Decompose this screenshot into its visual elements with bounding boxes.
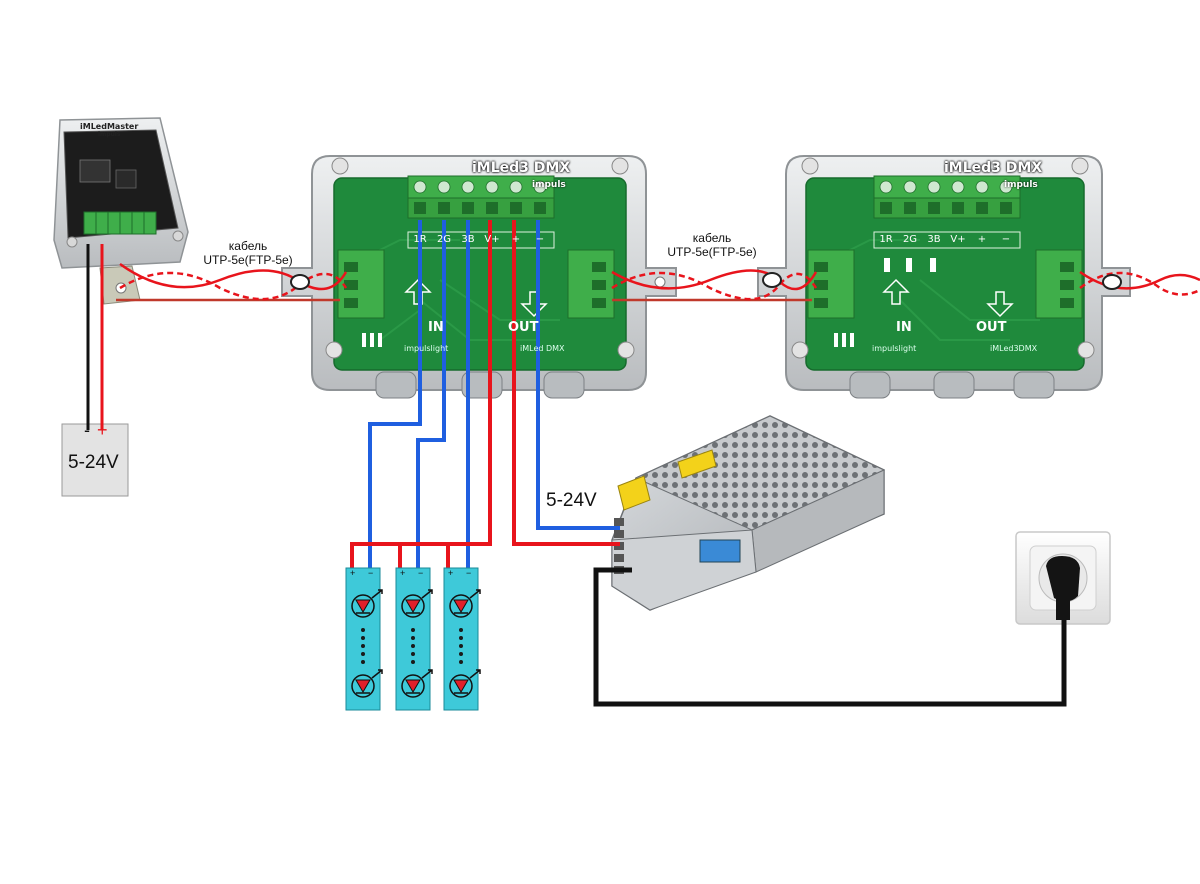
led-strip-1 (345, 567, 383, 711)
dmx-cable-2 (611, 269, 818, 302)
c2-terminal-1r: 1R (879, 234, 893, 245)
cable-2-label: кабель UTP-5e(FTP-5e) (656, 231, 768, 259)
led-output-wires (350, 220, 492, 570)
strip-1-plus: + (350, 568, 356, 578)
c2-board-brand: impulslight (872, 344, 917, 353)
controller-2-brand: impuls (1004, 180, 1038, 190)
c1-terminal-3b: 3B (461, 234, 475, 245)
strip-2-plus: + (400, 568, 406, 578)
supply-voltage: 5-24V (68, 452, 119, 473)
controller-1 (281, 155, 677, 399)
c2-out-label: OUT (976, 320, 1007, 335)
c2-in-label: IN (896, 320, 912, 335)
cable-2-type: кабель (692, 231, 732, 245)
c1-in-label: IN (428, 320, 444, 335)
psu-wires (512, 220, 620, 546)
c2-terminal-2g: 2G (902, 234, 918, 245)
c2-terminal-3b: 3B (927, 234, 941, 245)
imledmaster-device (53, 117, 189, 305)
c1-terminal-vplus: V+ (484, 234, 500, 245)
c1-board-text: iMLed DMX (520, 344, 565, 353)
small-supply-box (61, 423, 129, 497)
c1-terminal-plus: + (511, 234, 521, 245)
led-strip-2 (395, 567, 433, 711)
cable-1-label: кабель UTP-5e(FTP-5e) (192, 239, 304, 267)
strip-2-minus: − (418, 568, 424, 578)
controller-1-brand: impuls (532, 180, 566, 190)
cable-1-spec: UTP-5e(FTP-5e) (203, 253, 293, 267)
c1-terminal-1r: 1R (413, 234, 427, 245)
c1-out-label: OUT (508, 320, 539, 335)
master-supply-wires (86, 244, 104, 430)
c1-board-brand: impulslight (404, 344, 449, 353)
strip-1-minus: − (368, 568, 374, 578)
controller-2-title: iMLed3 DMX (944, 160, 1043, 176)
master-brand: impuls (98, 131, 121, 138)
c2-terminal-minus: − (1001, 234, 1011, 245)
c2-terminal-plus: + (977, 234, 987, 245)
controller-1-title: iMLed3 DMX (472, 160, 571, 176)
power-supply-unit (611, 415, 886, 611)
mains-cable (593, 567, 1067, 707)
psu-voltage: 5-24V (546, 490, 597, 511)
supply-plus: + (97, 420, 108, 440)
controller-2 (757, 155, 1131, 399)
c1-terminal-minus: − (535, 234, 545, 245)
wall-socket (1015, 531, 1111, 625)
c2-board-text: iMLed3DMX (990, 344, 1038, 353)
cable-2-spec: UTP-5e(FTP-5e) (667, 245, 757, 259)
strip-3-plus: + (448, 568, 454, 578)
supply-minus: - (84, 420, 90, 440)
master-title: iMLedMaster (80, 122, 139, 131)
dmx-cable-3 (1079, 270, 1200, 296)
c1-terminal-2g: 2G (436, 234, 452, 245)
c2-terminal-vplus: V+ (950, 234, 966, 245)
dmx-cable-1 (116, 262, 348, 302)
led-strip-3 (443, 567, 481, 711)
strip-3-minus: − (466, 568, 472, 578)
cable-1-type: кабель (228, 239, 268, 253)
